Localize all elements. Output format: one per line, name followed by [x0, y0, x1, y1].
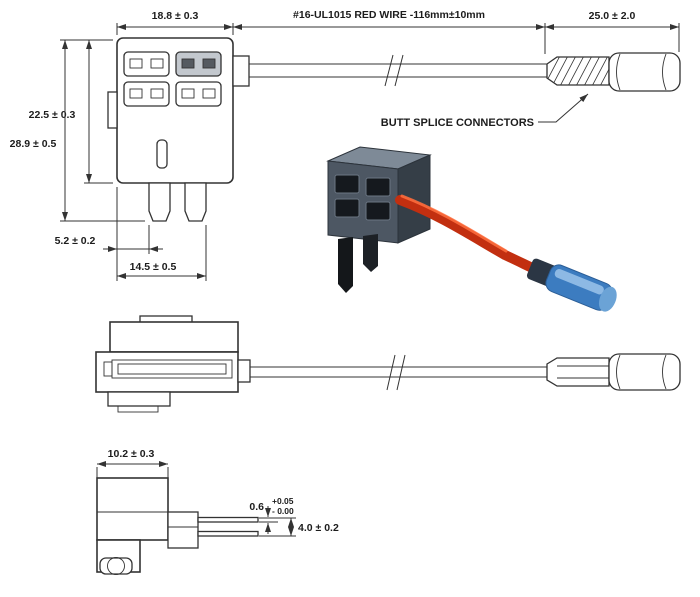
- splice-crimp-tube: [546, 56, 610, 86]
- render-blade: [338, 237, 353, 293]
- splice-shell-side: [608, 353, 681, 391]
- fuse-window-filled: [175, 51, 222, 77]
- fuse-blade-right: [184, 182, 207, 222]
- render-blade: [363, 234, 378, 272]
- end-view-foot: [99, 557, 133, 575]
- dimension-blade-offset: 5.2 ± 0.2: [55, 187, 163, 254]
- fuse-windows: [123, 51, 222, 107]
- dimension-pin-width: 4.0 ± 0.2: [259, 517, 339, 537]
- side-foot: [107, 391, 171, 407]
- dim-body-width-label: 18.8 ± 0.3: [152, 10, 199, 22]
- splice-crimp-tube-side: [546, 357, 610, 387]
- break-symbol: [384, 54, 394, 87]
- test-slot: [156, 139, 168, 169]
- side-top-plate: [109, 321, 239, 353]
- end-view: [96, 477, 259, 575]
- render-blue-connector: [545, 264, 617, 312]
- end-view-body: [96, 477, 169, 541]
- fuse-window: [123, 51, 170, 77]
- dim-pin-thickness-tol-minus: - 0.00: [272, 506, 294, 516]
- fuse-window: [123, 81, 170, 107]
- render-wire-highlight: [400, 194, 508, 253]
- render-fuse-slots: [334, 174, 391, 221]
- pin: [197, 530, 259, 537]
- dim-side-width-label: 10.2 ± 0.3: [108, 448, 155, 460]
- butt-splice-top-view: [546, 52, 681, 92]
- fuse-window: [175, 81, 222, 107]
- front-view-latch: [107, 91, 118, 129]
- dim-blade-offset-label: 5.2 ± 0.2: [55, 235, 96, 247]
- end-view-detail: [107, 557, 125, 575]
- dimension-body-width: 18.8 ± 0.3: [116, 10, 234, 35]
- dimension-splice-length: 25.0 ± 2.0: [545, 10, 680, 52]
- dimension-blade-span: 14.5 ± 0.5: [116, 225, 207, 281]
- wire-top-view: [249, 54, 547, 87]
- butt-splice-callout: BUTT SPLICE CONNECTORS: [381, 93, 589, 129]
- dimension-wire-spec: #16-UL1015 RED WIRE -116mm±10mm: [233, 9, 546, 54]
- wire-spec-label: #16-UL1015 RED WIRE -116mm±10mm: [293, 9, 485, 21]
- dimension-pin-thickness: 0.6 +0.05 - 0.00: [249, 496, 294, 534]
- pin-block: [167, 511, 199, 549]
- break-symbol: [396, 354, 406, 391]
- butt-splice-label: BUTT SPLICE CONNECTORS: [381, 117, 534, 129]
- dim-body-height-label: 22.5 ± 0.3: [29, 109, 76, 121]
- side-view: [95, 315, 681, 413]
- break-symbol: [394, 54, 404, 87]
- dim-pin-thickness-label: 0.6: [249, 501, 264, 513]
- side-wire-boss: [237, 359, 251, 383]
- render-red-wire: [395, 195, 548, 278]
- dimension-body-height: 22.5 ± 0.3: [29, 39, 113, 184]
- dim-overall-height-label: 28.9 ± 0.5: [10, 138, 57, 150]
- dim-pin-width-label: 4.0 ± 0.2: [298, 522, 339, 534]
- dim-blade-span-label: 14.5 ± 0.5: [130, 261, 177, 273]
- fuse-blade-left: [148, 182, 171, 222]
- dimension-overall-height: 28.9 ± 0.5: [10, 39, 145, 222]
- wire-exit-boss: [232, 55, 250, 87]
- leader-line: [538, 93, 589, 123]
- dim-splice-length-label: 25.0 ± 2.0: [589, 10, 636, 22]
- dimension-side-width: 10.2 ± 0.3: [96, 448, 169, 478]
- front-view: [107, 37, 250, 222]
- splice-shell: [608, 52, 681, 92]
- pin: [197, 516, 259, 523]
- break-symbol: [386, 354, 396, 391]
- product-render: [326, 146, 617, 312]
- render-body-side: [397, 154, 431, 244]
- dim-pin-thickness-tol-plus: +0.05: [272, 496, 294, 506]
- side-main-body: [95, 351, 239, 393]
